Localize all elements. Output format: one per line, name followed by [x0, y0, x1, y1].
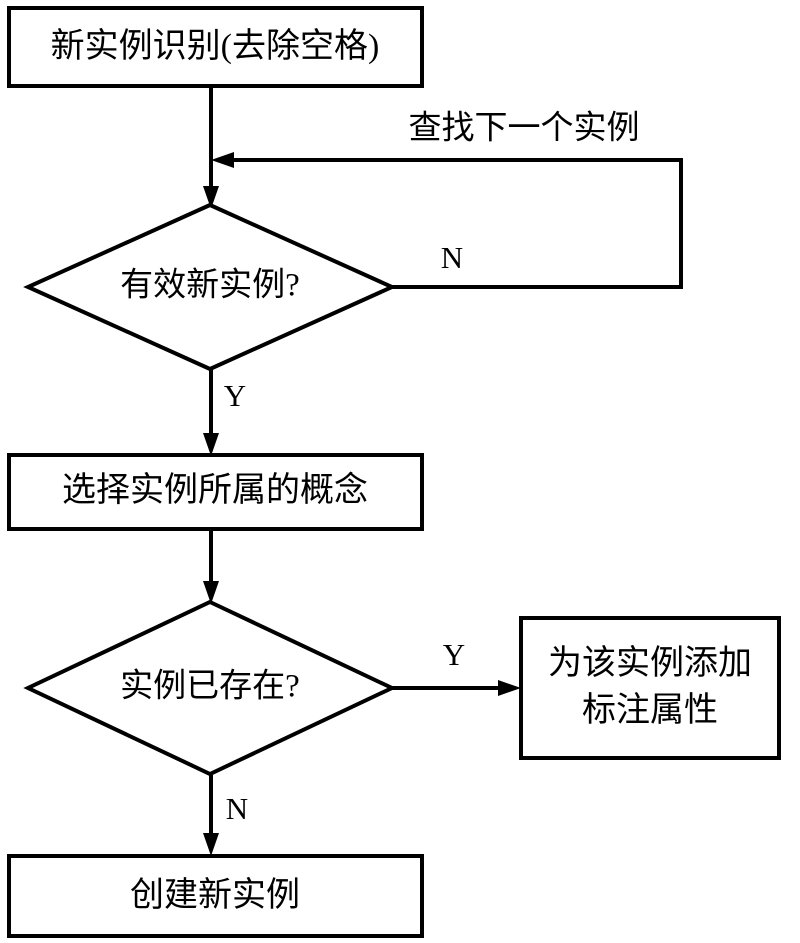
node-select-concept-label: 选择实例所属的概念	[62, 471, 368, 509]
edge-label-find-next-instance: 查找下一个实例	[409, 110, 640, 147]
edge-label-exists-yes: Y	[443, 637, 465, 672]
edge-label-valid-yes: Y	[224, 378, 246, 413]
node-select-concept[interactable]: 选择实例所属的概念	[7, 453, 424, 531]
edge-decision-exists-no-to-create-instance	[203, 775, 219, 856]
edge-decision-valid-yes-to-select-concept	[203, 370, 219, 456]
edge-select-concept-to-decision-exists	[203, 528, 219, 604]
node-add-annotation-label-line1: 为该实例添加	[548, 644, 752, 682]
node-create-new-instance[interactable]: 创建新实例	[7, 854, 424, 938]
node-create-instance-label: 创建新实例	[130, 876, 300, 914]
node-decision-valid-label: 有效新实例?	[120, 267, 300, 304]
edge-decision-exists-yes-to-add-annotation	[392, 680, 521, 696]
edge-label-exists-no: N	[226, 791, 248, 826]
edge-label-valid-no: N	[441, 240, 463, 275]
node-start-identify-new-instance[interactable]: 新实例识别(去除空格)	[7, 6, 424, 88]
node-add-annotation-label-line2: 标注属性	[582, 691, 718, 729]
node-decision-instance-exists[interactable]: 实例已存在?	[23, 599, 397, 777]
node-start-label: 新实例识别(去除空格)	[51, 27, 380, 65]
node-decision-exists-label: 实例已存在?	[120, 668, 300, 705]
node-add-annotation-properties[interactable]: 为该实例添加 标注属性	[519, 616, 781, 760]
edge-loop-back-find-next-instance	[211, 152, 683, 289]
edge-start-to-decision-valid	[203, 86, 219, 209]
node-decision-valid-new-instance[interactable]: 有效新实例?	[23, 202, 397, 372]
